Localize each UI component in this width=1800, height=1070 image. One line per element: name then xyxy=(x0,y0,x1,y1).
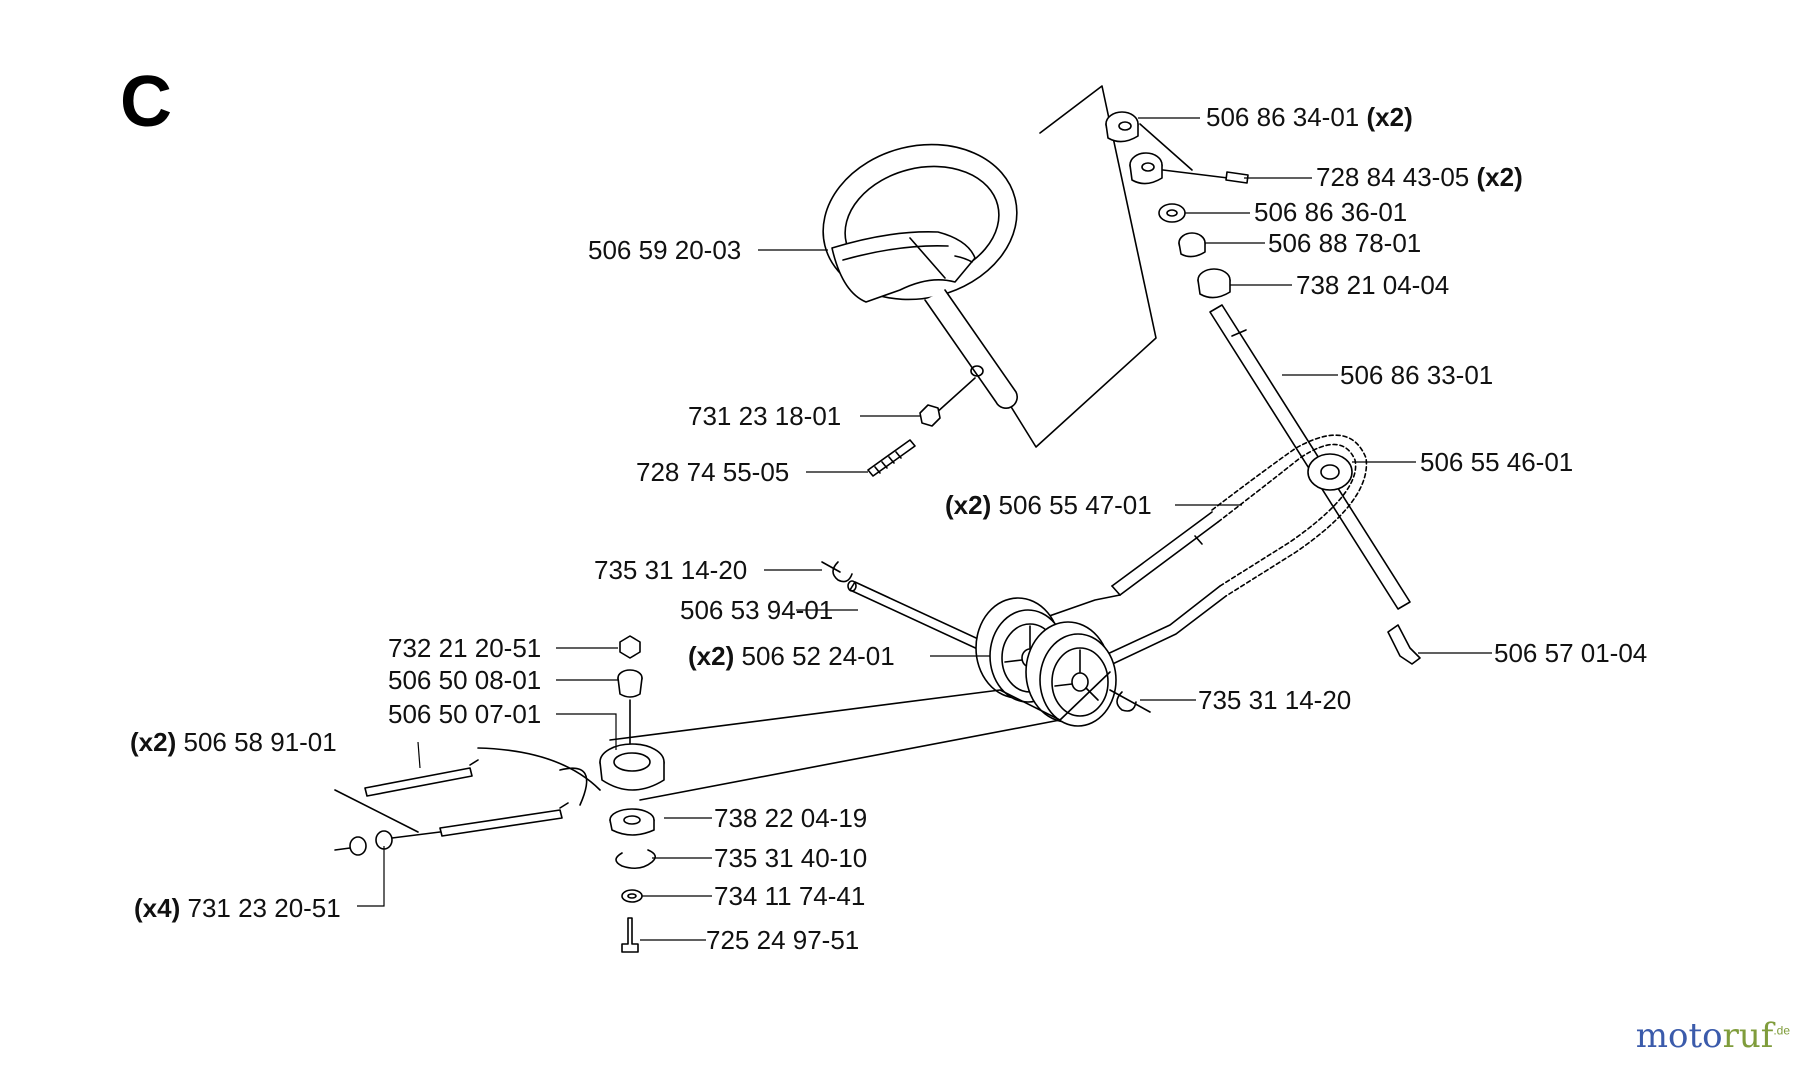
steering-shaft xyxy=(1209,304,1421,665)
logo-part-2: ruf xyxy=(1722,1016,1774,1056)
assembly-bracket-line xyxy=(991,85,1157,448)
part-label-506-52-24-01: (x2) 506 52 24-01 xyxy=(688,641,895,671)
pivot-stack xyxy=(599,635,665,953)
part-label-506-86-34-01: 506 86 34-01 (x2) xyxy=(1206,102,1413,132)
sprocket xyxy=(1307,453,1353,491)
chain xyxy=(1211,434,1368,597)
column-bushings xyxy=(1105,111,1249,299)
part-code: 735 31 14-20 xyxy=(1198,685,1352,715)
part-code: 506 86 33-01 xyxy=(1340,360,1494,390)
part-label-506-55-47-01: (x2) 506 55 47-01 xyxy=(945,490,1152,520)
part-label-735-31-14-20-top: 735 31 14-20 xyxy=(594,555,747,585)
part-label-735-31-14-20-bottom: 735 31 14-20 xyxy=(1198,685,1351,715)
part-code: 738 21 04-04 xyxy=(1296,270,1450,300)
part-code: 506 57 01-04 xyxy=(1494,638,1648,668)
wheel-nut-and-bolt xyxy=(867,377,976,477)
part-code: 506 88 78-01 xyxy=(1268,228,1422,258)
part-code: 728 84 43-05 xyxy=(1316,162,1470,192)
part-label-506-86-33-01: 506 86 33-01 xyxy=(1340,360,1493,390)
part-label-506-53-94-01: 506 53 94-01 xyxy=(680,595,833,625)
part-code: 506 50 08-01 xyxy=(388,665,542,695)
axle-clip-top xyxy=(821,561,853,583)
part-label-728-84-43-05: 728 84 43-05 (x2) xyxy=(1316,162,1523,192)
part-code: 506 55 46-01 xyxy=(1420,447,1574,477)
pulleys xyxy=(975,597,1117,727)
part-code: 728 74 55-05 xyxy=(636,457,790,487)
part-code: 734 11 74-41 xyxy=(714,881,866,911)
part-label-506-86-36-01: 506 86 36-01 xyxy=(1254,197,1407,227)
part-label-732-21-20-51: 732 21 20-51 xyxy=(388,633,541,663)
quantity-prefix: (x2) xyxy=(945,490,992,520)
part-label-734-11-74-41: 734 11 74-41 xyxy=(714,881,865,911)
part-label-738-22-04-19: 738 22 04-19 xyxy=(714,803,867,833)
part-label-506-88-78-01: 506 88 78-01 xyxy=(1268,228,1421,258)
part-code: 731 23 20-51 xyxy=(187,893,341,923)
part-label-506-50-08-01: 506 50 08-01 xyxy=(388,665,541,695)
part-code: 506 52 24-01 xyxy=(741,641,895,671)
part-code: 735 31 14-20 xyxy=(594,555,748,585)
part-label-735-31-40-10: 735 31 40-10 xyxy=(714,843,867,873)
part-code: 506 58 91-01 xyxy=(183,727,337,757)
part-label-738-21-04-04: 738 21 04-04 xyxy=(1296,270,1449,300)
quantity-prefix: (x2) xyxy=(130,727,177,757)
part-code: 725 24 97-51 xyxy=(706,925,860,955)
steering-arm xyxy=(609,671,1111,801)
part-code: 735 31 40-10 xyxy=(714,843,868,873)
part-label-728-74-55-05: 728 74 55-05 xyxy=(636,457,789,487)
steering-wheel xyxy=(822,143,1018,409)
part-label-506-50-07-01: 506 50 07-01 xyxy=(388,699,541,729)
part-code: 506 86 36-01 xyxy=(1254,197,1408,227)
part-label-506-58-91-01: (x2) 506 58 91-01 xyxy=(130,727,337,757)
section-letter: C xyxy=(120,62,172,142)
part-label-506-59-20-03: 506 59 20-03 xyxy=(588,235,741,265)
quantity-prefix: (x4) xyxy=(134,893,181,923)
part-code: 506 50 07-01 xyxy=(388,699,542,729)
motoruf-logo: motoruf.de xyxy=(1636,1016,1790,1056)
logo-tld: .de xyxy=(1773,1023,1790,1038)
quantity-prefix: (x2) xyxy=(688,641,735,671)
part-label-506-55-46-01: 506 55 46-01 xyxy=(1420,447,1573,477)
part-code: 506 53 94-01 xyxy=(680,595,834,625)
part-label-506-57-01-04: 506 57 01-04 xyxy=(1494,638,1647,668)
part-label-731-23-20-51: (x4) 731 23 20-51 xyxy=(134,893,341,923)
logo-part-1: moto xyxy=(1635,1016,1723,1056)
part-code: 731 23 18-01 xyxy=(688,401,842,431)
pulley-clip xyxy=(1109,689,1151,713)
part-label-725-24-97-51: 725 24 97-51 xyxy=(706,925,859,955)
quantity-suffix: (x2) xyxy=(1366,102,1413,132)
part-code: 732 21 20-51 xyxy=(388,633,542,663)
part-label-731-23-18-01: 731 23 18-01 xyxy=(688,401,841,431)
part-code: 506 86 34-01 xyxy=(1206,102,1360,132)
part-code: 738 22 04-19 xyxy=(714,803,868,833)
part-code: 506 55 47-01 xyxy=(998,490,1152,520)
quantity-suffix: (x2) xyxy=(1476,162,1523,192)
part-code: 506 59 20-03 xyxy=(588,235,742,265)
tie-rods xyxy=(334,747,601,856)
